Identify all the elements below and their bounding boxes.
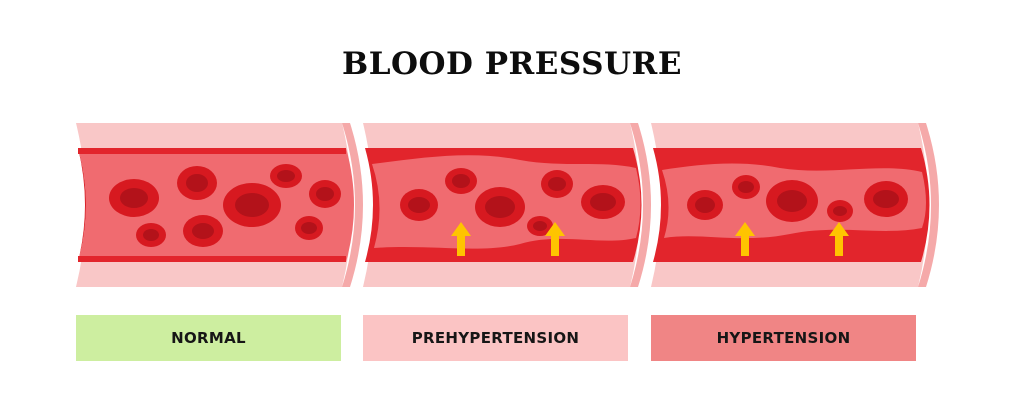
blood-cell-center xyxy=(192,223,214,239)
pressure-arrows xyxy=(451,222,849,256)
blood-cell-center xyxy=(277,170,295,182)
blood-cell-center xyxy=(485,196,515,218)
vessel-end-cap xyxy=(918,123,939,287)
blood-cell-center xyxy=(408,197,430,213)
up-arrow-icon xyxy=(829,222,849,256)
blood-cell-center xyxy=(833,206,847,216)
blood-cell-center xyxy=(548,177,566,191)
blood-cell-center xyxy=(452,174,470,188)
blood-cell-center xyxy=(777,190,807,212)
stage-label-hypertension: HYPERTENSION xyxy=(651,315,916,361)
blood-cell-center xyxy=(186,174,208,192)
up-arrow-icon xyxy=(451,222,471,256)
blood-cell-center xyxy=(316,187,334,201)
vessel-lining-top xyxy=(78,148,346,154)
up-arrow-icon xyxy=(545,222,565,256)
vessel-lining-bottom xyxy=(78,256,346,262)
vessel-opening xyxy=(78,148,86,262)
blood-cell-center xyxy=(738,181,754,193)
blood-cell-center xyxy=(533,221,547,231)
vessel-end-cap xyxy=(342,123,363,287)
stage-label-normal: NORMAL xyxy=(76,315,341,361)
blood-cell-center xyxy=(301,222,317,234)
blood-cell-center xyxy=(590,193,616,211)
blood-cell-center xyxy=(873,190,899,208)
blood-cell-center xyxy=(120,188,148,208)
diagram-title: BLOOD PRESSURE xyxy=(342,46,682,82)
stage-label-prehypertension: PREHYPERTENSION xyxy=(363,315,628,361)
up-arrow-icon xyxy=(735,222,755,256)
blood-cells xyxy=(109,164,908,247)
vessel-end-cap xyxy=(630,123,651,287)
blood-cell-center xyxy=(695,197,715,213)
blood-cell-center xyxy=(143,229,159,241)
blood-cell-center xyxy=(235,193,269,217)
